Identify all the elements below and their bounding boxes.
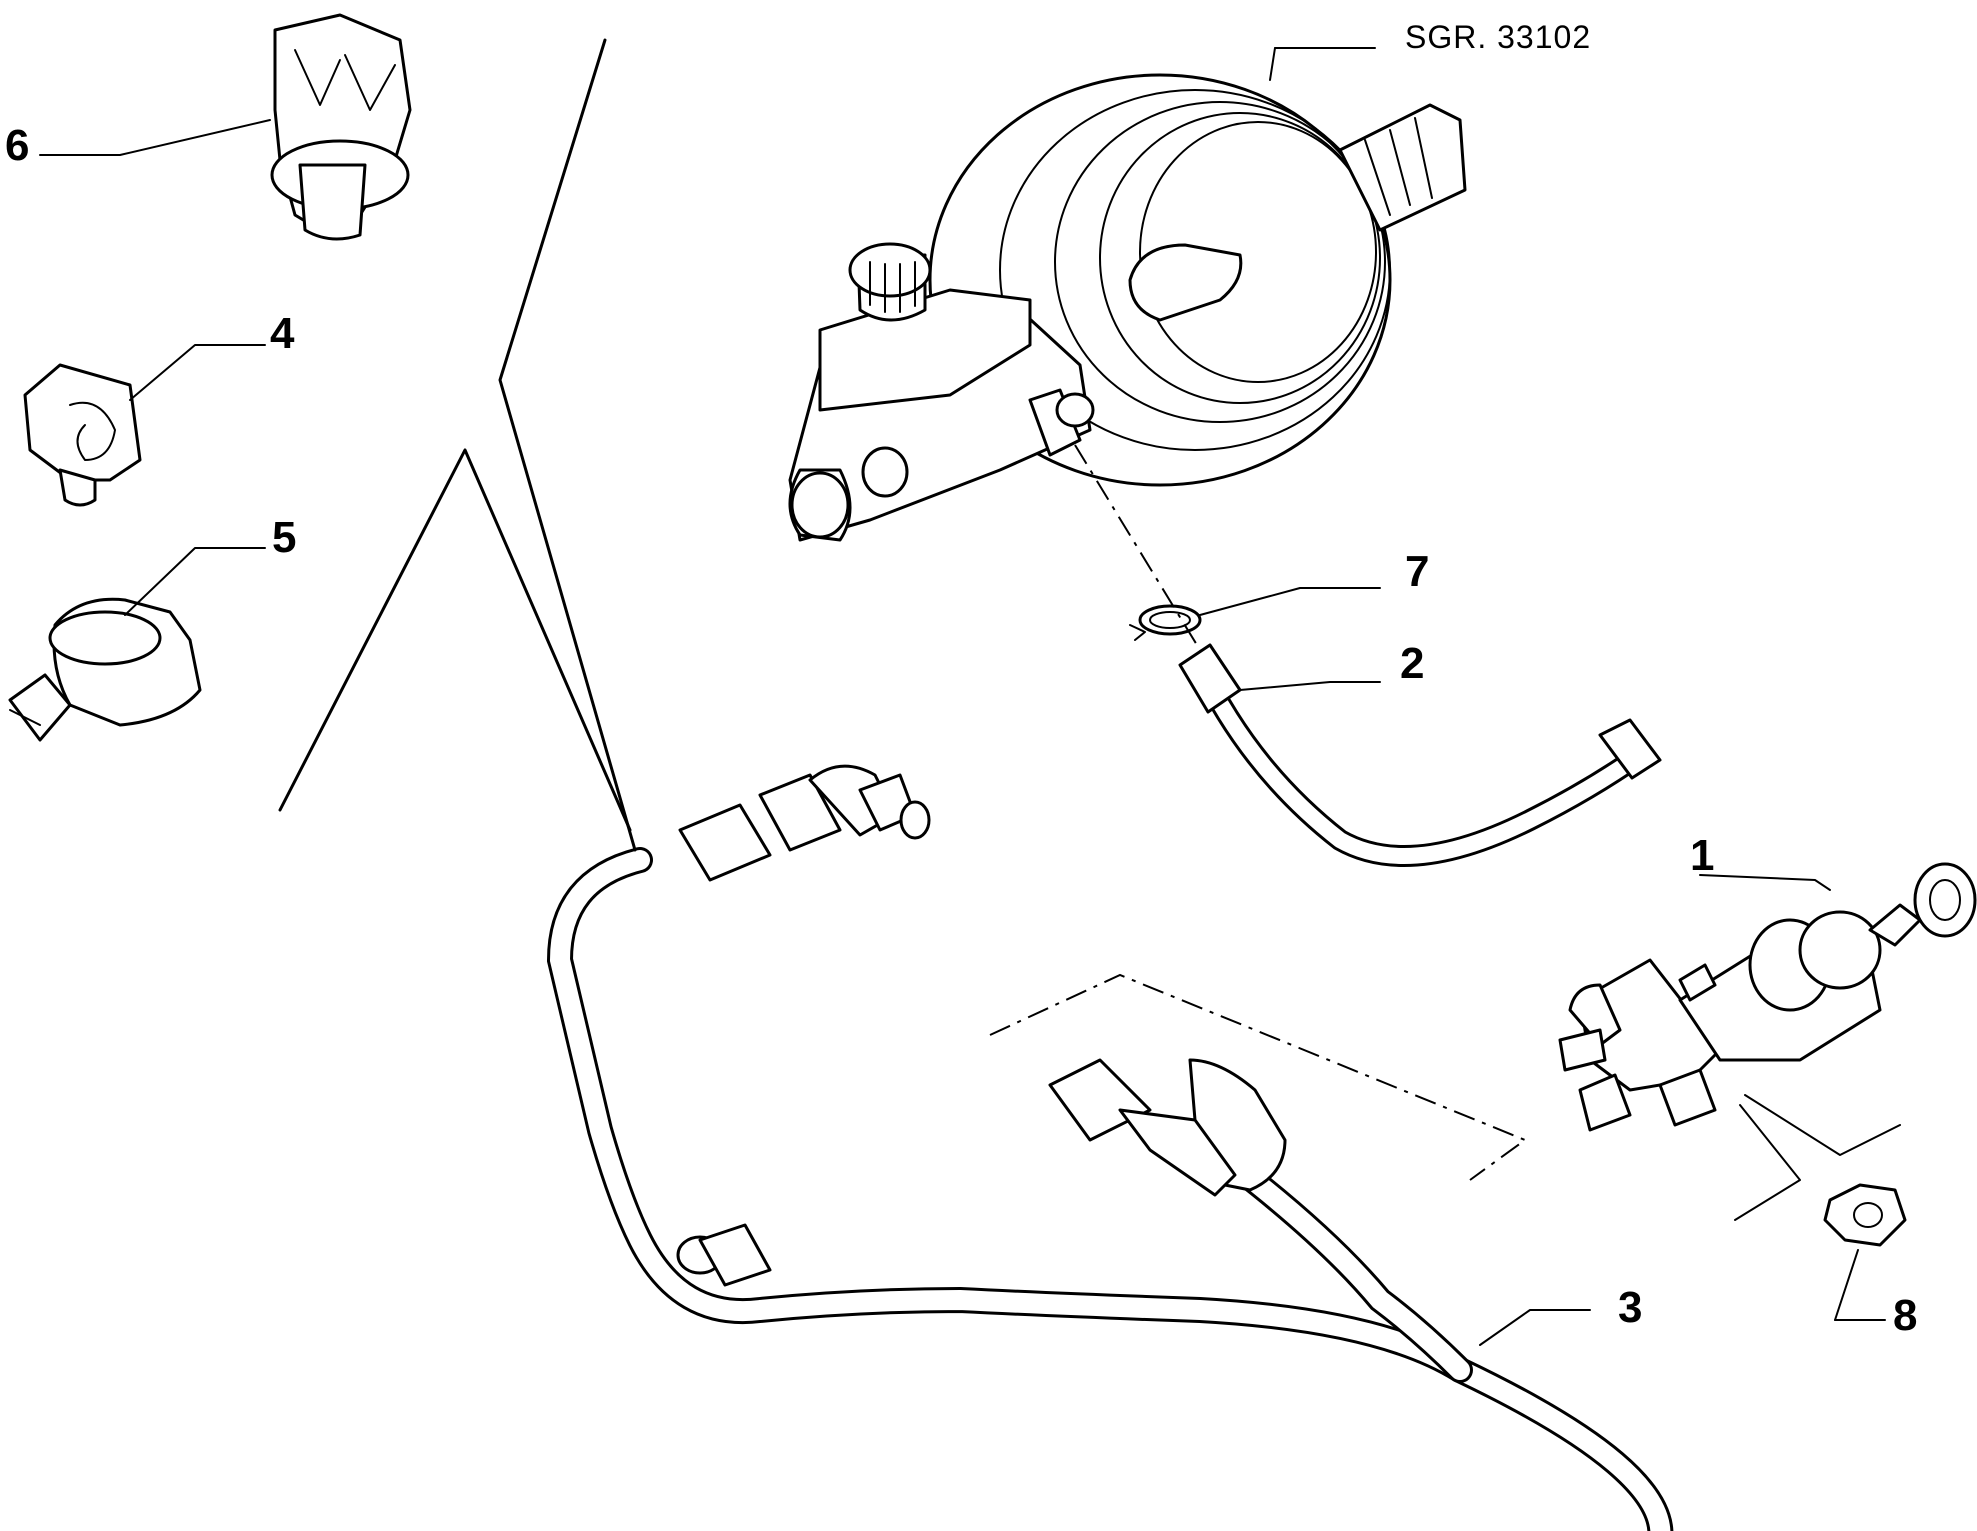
clip-5 <box>8 597 202 742</box>
clip-link-leader-b <box>278 448 632 832</box>
clutch-pipe <box>546 764 1674 1531</box>
callout-1: 1 <box>1690 831 1714 880</box>
callout-3-leader <box>1479 1309 1591 1346</box>
nut <box>1823 1183 1907 1321</box>
callout-2-leader <box>1239 681 1381 691</box>
callout-4: 4 <box>270 309 295 358</box>
clip-4 <box>23 363 142 507</box>
master-cylinder <box>788 242 1095 542</box>
callout-4-leader <box>129 344 266 401</box>
callout-3: 3 <box>1618 1283 1642 1332</box>
callout-5: 5 <box>272 513 296 562</box>
callout-6-leader <box>39 119 271 156</box>
reference-leader-tail <box>1269 47 1276 81</box>
callout-5-leader <box>124 547 266 616</box>
callout-6: 6 <box>5 121 29 170</box>
bracket-lines <box>1744 1094 1901 1156</box>
clutch-master-cylinder <box>1558 862 1977 1132</box>
callout-7-leader <box>1199 587 1381 616</box>
reference-code: SGR. 33102 <box>1405 19 1591 55</box>
callout-8-leader <box>1834 1249 1859 1321</box>
callout-2: 2 <box>1400 639 1424 688</box>
clip-link-leader-a <box>498 38 637 852</box>
callout-8: 8 <box>1893 1291 1917 1340</box>
callout-7: 7 <box>1405 547 1429 596</box>
callout-1-leader <box>1699 874 1831 891</box>
hose-clamp <box>1074 444 1202 651</box>
vacuum-hose <box>1178 643 1662 867</box>
clip-6 <box>270 13 412 241</box>
